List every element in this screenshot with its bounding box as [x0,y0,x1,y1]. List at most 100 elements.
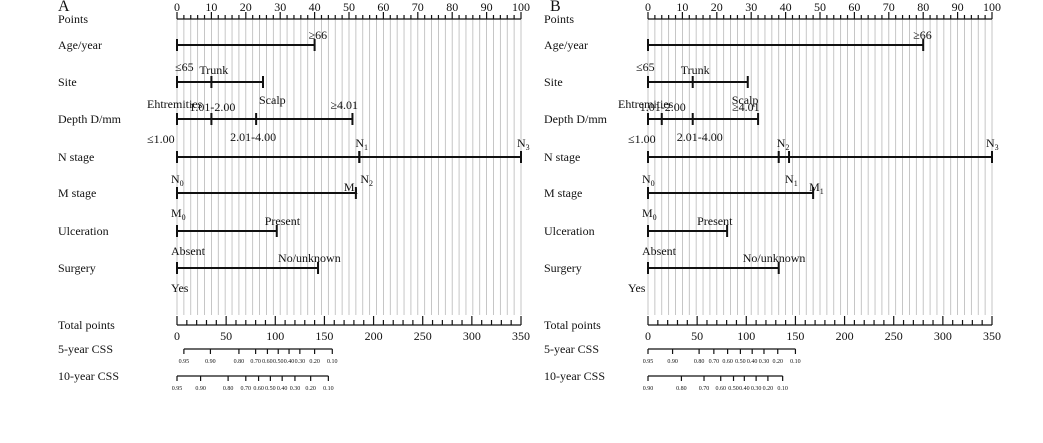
variable-level-label: 2.01-4.00 [677,130,723,144]
variable-level-label: M1 [809,180,824,196]
points-tick-label: 90 [481,0,493,14]
css-tick-label: 0.90 [205,359,216,365]
total-points-axis-label: Total points [544,318,601,332]
css-tick-label: 0.10 [777,386,788,392]
css-axis-label: 5-year CSS [58,342,113,356]
variable-level-label: Ehtremities [618,97,674,111]
css-tick-label: 0.30 [759,359,770,365]
variable-level-label: Scalp [259,93,286,107]
variable-level-label: ≥4.01 [732,100,760,114]
css-tick-label: 0.90 [667,359,678,365]
css-tick-label: 0.30 [290,386,301,392]
variable-level-label: ≤65 [636,60,655,74]
total-points-axis-label: Total points [58,318,115,332]
css-tick-label: 0.20 [763,386,774,392]
variable-label: Ulceration [544,224,595,238]
points-tick-label: 20 [240,0,252,14]
css-tick-label: 0.60 [722,359,733,365]
points-tick-label: 60 [848,0,860,14]
variable-level-label: N2 [360,172,373,188]
variable-label: Surgery [58,261,96,275]
points-tick-label: 50 [814,0,826,14]
css-tick-label: 0.70 [250,359,261,365]
css-tick-label: 0.95 [179,359,190,365]
points-axis-label: Points [58,12,88,26]
variable-level-label: M1 [344,180,359,196]
css-tick-label: 0.10 [323,386,334,392]
variable-level-label: M0 [642,206,657,222]
css-tick-label: 0.60 [253,386,264,392]
panel-label-B: B [550,0,561,15]
points-axis-label: Points [544,12,574,26]
css-tick-label: 0.40 [747,359,758,365]
css-tick-label: 0.70 [699,386,710,392]
css-tick-label: 0.40 [277,386,288,392]
points-tick-label: 80 [446,0,458,14]
css-tick-label: 0.90 [643,386,654,392]
variable-label: Surgery [544,261,582,275]
variable-level-label: ≥66 [913,28,932,42]
variable-label: Age/year [544,38,588,52]
css-tick-label: 0.80 [694,359,705,365]
variable-label: N stage [544,150,580,164]
total-points-tick-label: 250 [414,329,432,343]
css-tick-label: 0.80 [234,359,245,365]
total-points-tick-label: 50 [691,329,703,343]
variable-level-label: M0 [171,206,186,222]
css-tick-label: 0.95 [643,359,654,365]
total-points-tick-label: 150 [315,329,333,343]
variable-level-label: No/unknown [278,251,341,265]
css-tick-label: 0.20 [305,386,316,392]
variable-level-label: No/unknown [743,251,806,265]
total-points-tick-label: 250 [885,329,903,343]
css-tick-label: 0.20 [309,359,320,365]
points-tick-label: 100 [983,0,1001,14]
variable-level-label: N2 [777,136,790,152]
points-tick-label: 30 [274,0,286,14]
variable-level-label: Absent [171,244,206,258]
variable-level-label: N3 [986,136,999,152]
css-axis-label: 5-year CSS [544,342,599,356]
variable-level-label: Present [697,214,733,228]
points-tick-label: 90 [952,0,964,14]
css-tick-label: 0.80 [223,386,234,392]
points-tick-label: 50 [343,0,355,14]
css-tick-label: 0.40 [284,359,295,365]
total-points-tick-label: 150 [786,329,804,343]
css-tick-label: 0.60 [715,386,726,392]
points-tick-label: 20 [711,0,723,14]
variable-label: M stage [544,186,582,200]
points-tick-label: 70 [883,0,895,14]
variable-level-label: N3 [517,136,530,152]
css-tick-label: 0.40 [739,386,750,392]
variable-label: N stage [58,150,94,164]
points-tick-label: 40 [309,0,321,14]
variable-level-label: ≤1.00 [147,132,175,146]
variable-level-label: 2.01-4.00 [230,130,276,144]
variable-level-label: N1 [355,136,368,152]
css-tick-label: 0.50 [735,359,746,365]
variable-level-label: ≤65 [175,60,194,74]
css-tick-label: 0.20 [772,359,783,365]
points-tick-label: 0 [645,0,651,14]
variable-level-label: Trunk [199,63,228,77]
points-tick-label: 30 [745,0,757,14]
points-tick-label: 100 [512,0,530,14]
css-tick-label: 0.80 [676,386,687,392]
points-tick-label: 60 [377,0,389,14]
total-points-tick-label: 100 [737,329,755,343]
css-tick-label: 0.50 [273,359,284,365]
variable-level-label: Present [265,214,301,228]
variable-level-label: N1 [785,172,798,188]
total-points-tick-label: 0 [174,329,180,343]
points-tick-label: 80 [917,0,929,14]
css-tick-label: 0.70 [709,359,720,365]
variable-level-label: ≥66 [309,28,328,42]
total-points-tick-label: 300 [934,329,952,343]
css-tick-label: 0.60 [262,359,273,365]
variable-level-label: Absent [642,244,677,258]
points-tick-label: 0 [174,0,180,14]
variable-level-label: Trunk [681,63,710,77]
variable-label: Depth D/mm [544,112,608,126]
